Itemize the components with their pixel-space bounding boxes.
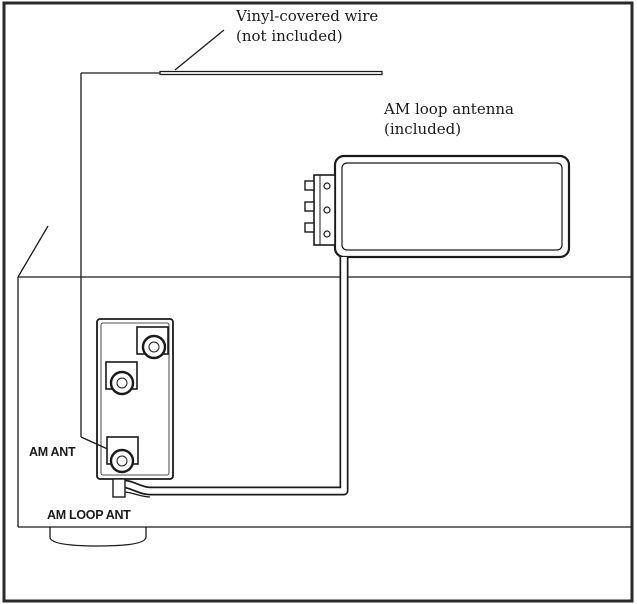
am-loop-ant-label: AM LOOP ANT bbox=[47, 508, 131, 522]
receiver-body bbox=[17, 225, 632, 528]
vinyl-wire-label-line1: Vinyl-covered wire bbox=[236, 7, 379, 25]
terminal-middle bbox=[105, 361, 138, 396]
vinyl-covered-wire bbox=[80, 29, 383, 452]
am-ant-label: AM ANT bbox=[29, 445, 76, 459]
antenna-terminal-panel bbox=[96, 318, 174, 480]
receiver-foot bbox=[49, 527, 147, 547]
loop-antenna-label: AM loop antenna (included) bbox=[384, 99, 514, 139]
loop-antenna-label-line2: (included) bbox=[384, 120, 462, 138]
terminal-am-ant bbox=[106, 436, 139, 474]
vinyl-wire-label: Vinyl-covered wire (not included) bbox=[236, 6, 378, 46]
loop-antenna-stand-clip bbox=[304, 174, 336, 246]
am-loop-ant-connector bbox=[112, 478, 126, 498]
loop-antenna-lead-wire bbox=[123, 257, 349, 496]
terminal-top bbox=[136, 326, 169, 360]
am-loop-antenna bbox=[333, 154, 571, 259]
vinyl-wire-leader-line bbox=[174, 29, 225, 71]
vinyl-wire-label-line2: (not included) bbox=[236, 27, 343, 45]
loop-antenna-label-line1: AM loop antenna bbox=[384, 100, 514, 118]
